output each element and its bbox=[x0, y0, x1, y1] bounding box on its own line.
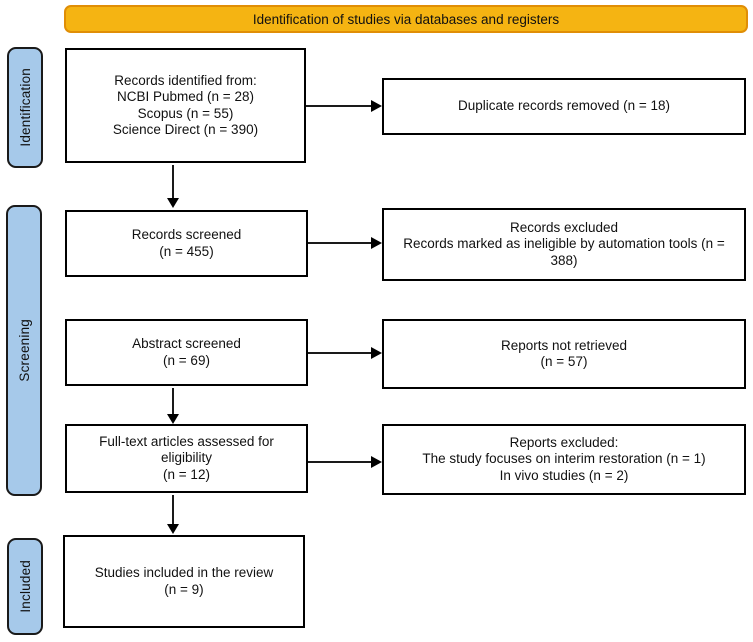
stage-screening: Screening bbox=[6, 205, 42, 496]
banner-label: Identification of studies via databases … bbox=[252, 11, 560, 27]
stage-screening-label: Screening bbox=[16, 319, 32, 382]
box-reports-not-retrieved: Reports not retrieved (n = 57) bbox=[382, 319, 746, 389]
arrow-abstract-to-fulltext bbox=[172, 388, 174, 414]
stage-included-label: Included bbox=[17, 560, 33, 613]
arrow-screened-to-excluded bbox=[308, 242, 371, 244]
stage-identification-label: Identification bbox=[17, 68, 33, 147]
arrow-records-to-duplicates bbox=[306, 105, 371, 107]
box-duplicates-removed: Duplicate records removed (n = 18) bbox=[382, 78, 746, 135]
box-reports-excluded: Reports excluded: The study focuses on i… bbox=[382, 424, 746, 495]
stage-identification: Identification bbox=[7, 47, 43, 168]
box-studies-included: Studies included in the review (n = 9) bbox=[63, 535, 305, 628]
box-fulltext-assessed: Full-text articles assessed for eligibil… bbox=[65, 424, 308, 493]
banner: Identification of studies via databases … bbox=[64, 5, 748, 33]
box-records-screened: Records screened (n = 455) bbox=[65, 210, 308, 277]
stage-included: Included bbox=[7, 538, 43, 635]
arrow-abstract-to-not-retrieved bbox=[308, 352, 371, 354]
box-records-identified: Records identified from: NCBI Pubmed (n … bbox=[65, 48, 306, 163]
arrow-records-to-screened bbox=[172, 165, 174, 198]
arrow-fulltext-to-excluded bbox=[308, 461, 371, 463]
arrow-fulltext-to-included bbox=[172, 495, 174, 524]
box-records-excluded: Records excluded Records marked as ineli… bbox=[382, 208, 746, 281]
box-abstract-screened: Abstract screened (n = 69) bbox=[65, 319, 308, 386]
